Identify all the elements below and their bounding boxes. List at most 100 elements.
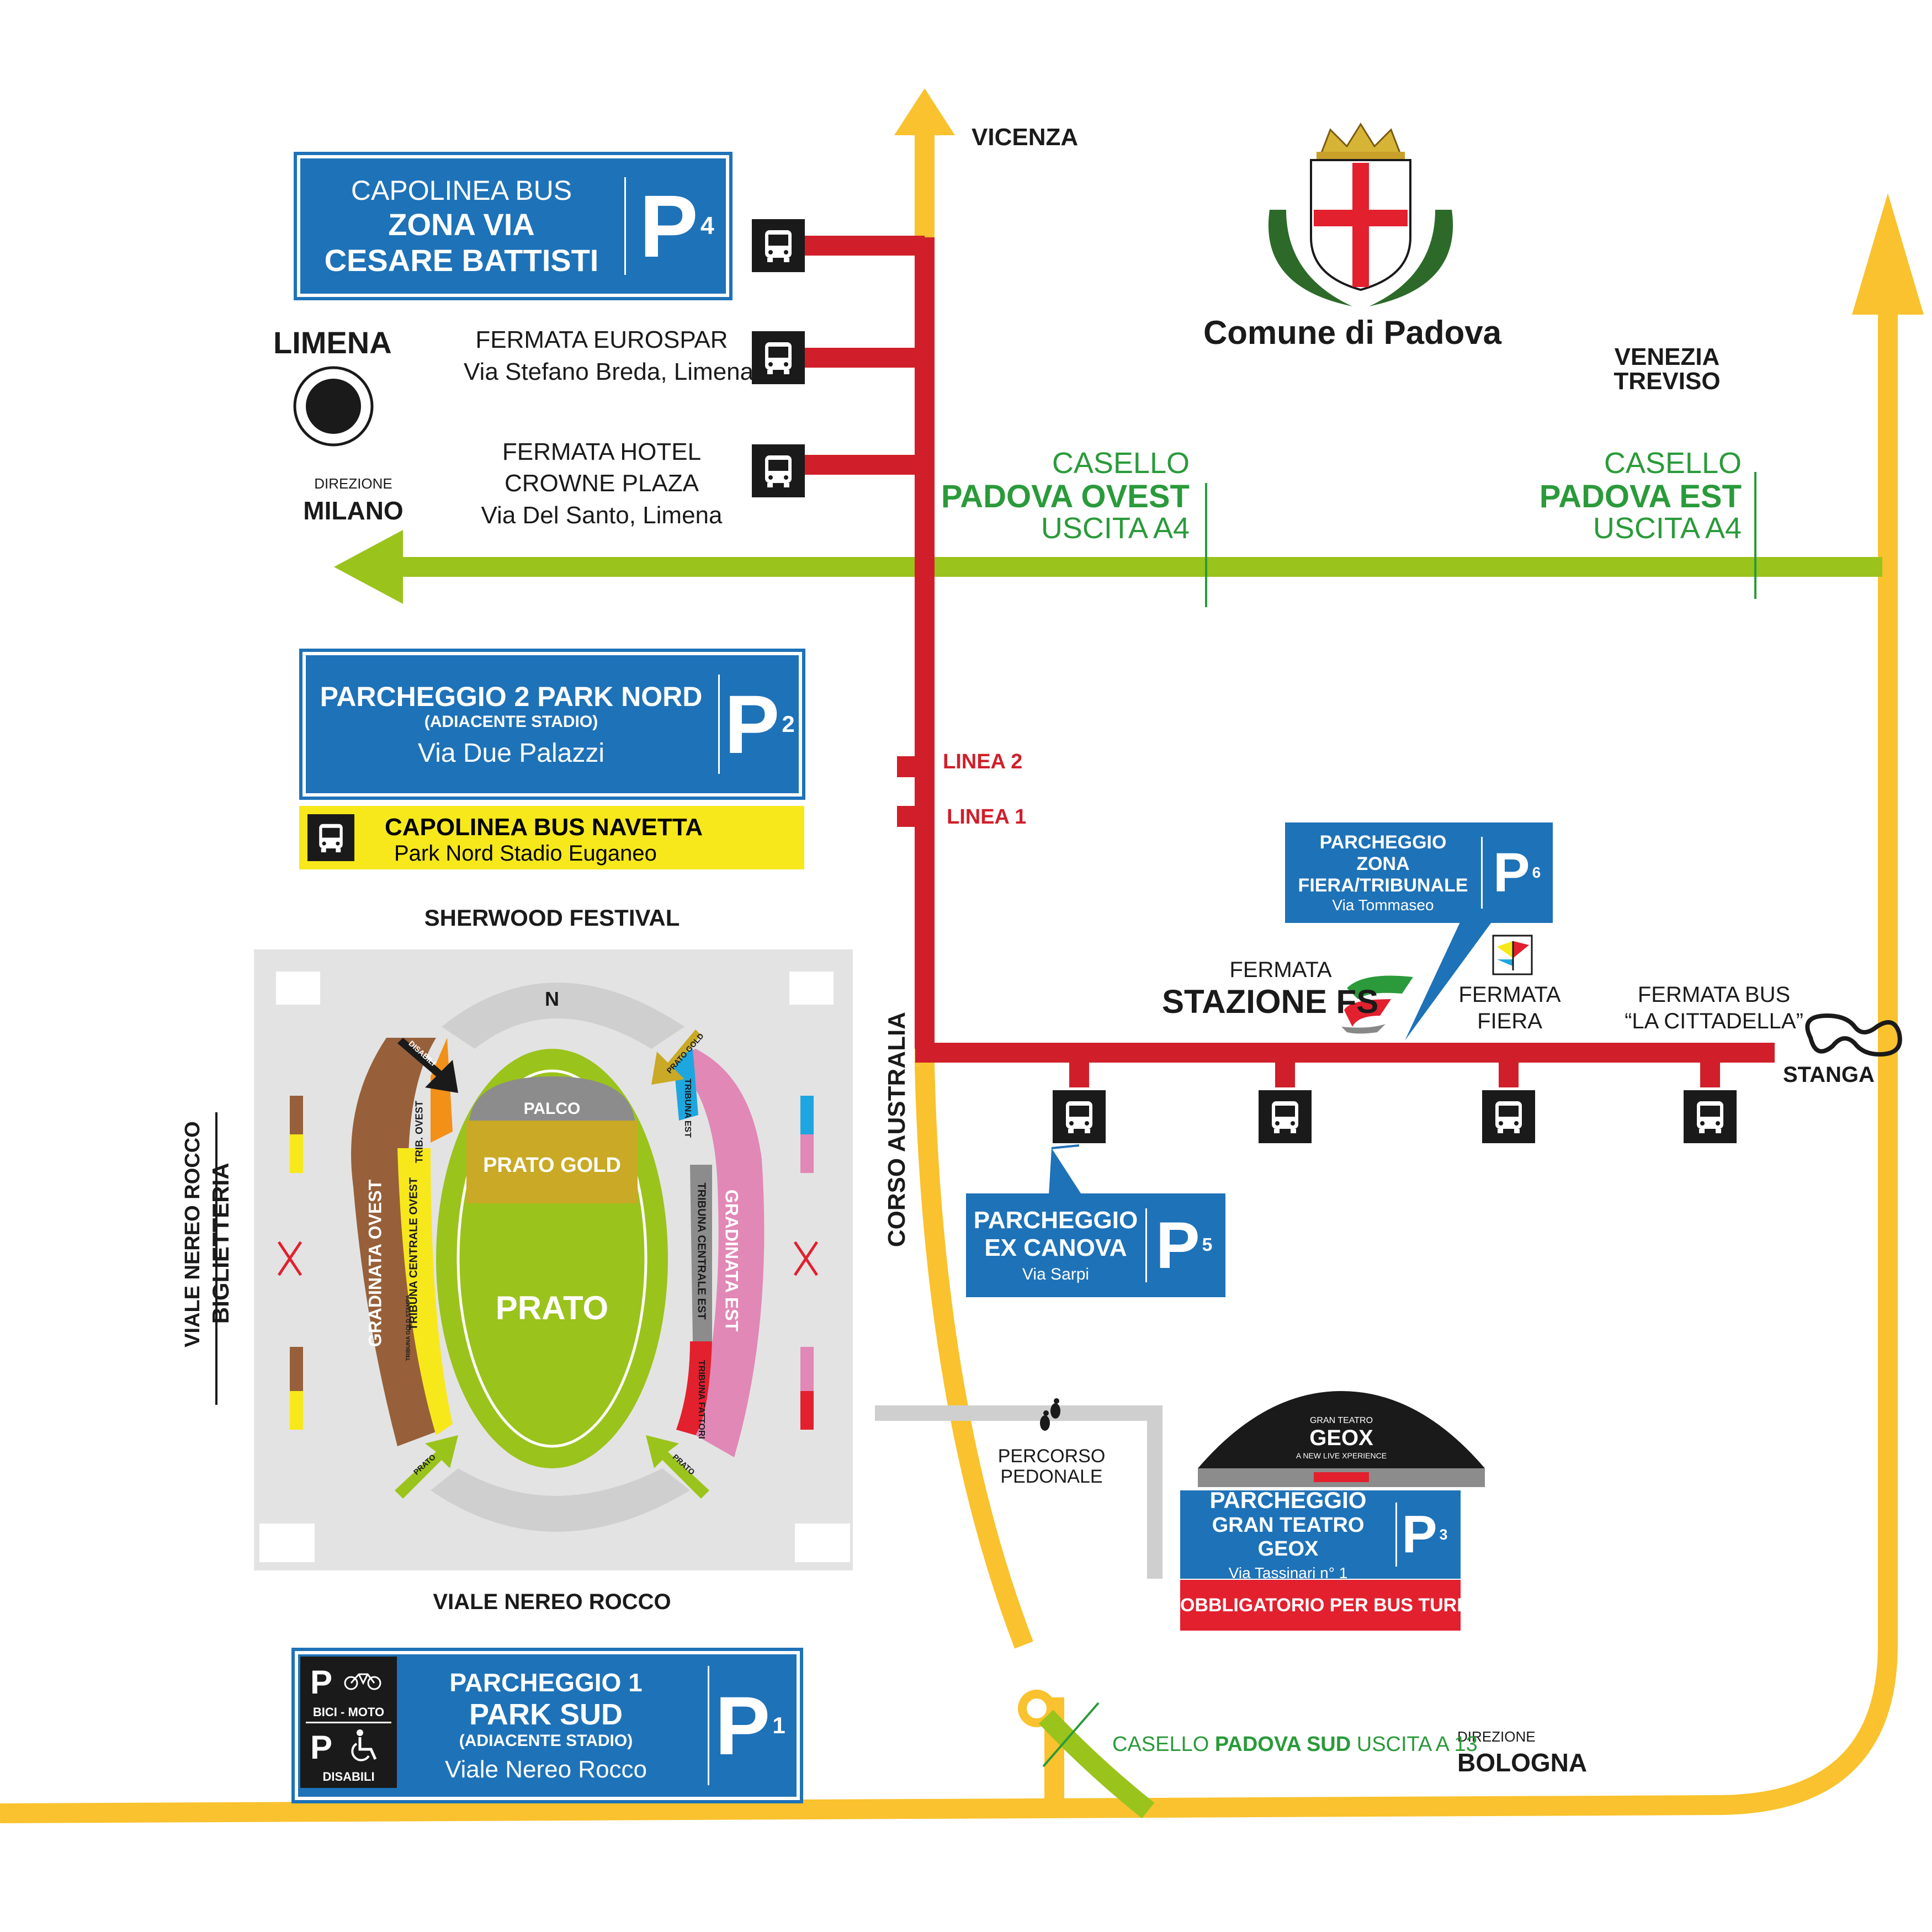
casello-sud-name: PADOVA SUD (1214, 1733, 1351, 1756)
stop-crowne-address: Via Del Santo, Limena (481, 502, 723, 529)
stop-fiera-l2: FIERA (1477, 1009, 1542, 1033)
direction-vicenza: VICENZA (972, 124, 1079, 151)
stop-fiera-l1: FERMATA (1458, 983, 1561, 1007)
p3-line1: PARCHEGGIO (1209, 1487, 1367, 1513)
biglietteria-label: BIGLIETTERIA (207, 1163, 233, 1324)
parking-p2: PARCHEGGIO 2 PARK NORD (ADIACENTE STADIO… (299, 649, 805, 800)
prato-label: PRATO (495, 1289, 609, 1326)
p1-number: 1 (772, 1712, 785, 1738)
comune-name: Comune di Padova (1203, 314, 1502, 351)
casello-sud: CASELLO PADOVA SUD USCITA A 13 (1112, 1733, 1478, 1756)
p5-pointer (1049, 1148, 1082, 1195)
bike-icon (343, 1669, 382, 1691)
stop-crowne-title: FERMATA HOTEL (502, 438, 702, 465)
tribuna-gold-stampa-label: TRIBUNA GOLD STAMPA (405, 1294, 412, 1361)
parking-p4: CAPOLINEA BUS ZONA VIA CESARE BATTISTI P… (294, 152, 733, 300)
p1-line2: PARK SUD (469, 1698, 623, 1731)
stanga-label: STANGA (1783, 1063, 1875, 1087)
geox-logo (1198, 1391, 1485, 1487)
p5-divider (1145, 1208, 1147, 1283)
navetta-subtitle: Park Nord Stadio Euganeo (394, 841, 657, 866)
p5-line1: PARCHEGGIO (973, 1207, 1138, 1234)
p4-divider (624, 177, 626, 275)
direction-milano: MILANO (303, 496, 404, 525)
casello-sud-uscita: USCITA A 13 (1356, 1733, 1478, 1756)
casello-sud-casello: CASELLO (1112, 1733, 1209, 1756)
p6-pointer (1405, 916, 1496, 1041)
p1-line1: PARCHEGGIO 1 (449, 1668, 643, 1697)
stop-cittadella-l2: “LA CITTADELLA” (1625, 1009, 1803, 1033)
p1-side-divider (306, 1722, 391, 1723)
p5-letter: P (1155, 1208, 1200, 1282)
casello-est-l3: USCITA A4 (1593, 512, 1742, 545)
p3-line3: Via Tassinari n° 1 (1228, 1564, 1348, 1581)
p3-note: OBBLIGATORIO PER BUS TURISTICI (1180, 1580, 1510, 1631)
p1-divider (708, 1666, 709, 1785)
p6-number: 6 (1532, 864, 1541, 881)
p4-line3: CESARE BATTISTI (324, 242, 599, 278)
bus-stop-icon-crowne (752, 444, 805, 497)
street-viale-nereo-rocco: VIALE NEREO ROCCO (433, 1590, 671, 1614)
p2-number: 2 (782, 711, 795, 737)
casello-est-l1: CASELLO (1604, 447, 1742, 480)
bus-stop-icon-3 (1482, 1090, 1535, 1143)
stadium-area (215, 949, 853, 1570)
casello-ovest-l1: CASELLO (1052, 447, 1190, 480)
p6-line3: FIERA/TRIBUNALE (1298, 874, 1468, 896)
padova-coat-of-arms-icon (1268, 123, 1453, 306)
p2-divider (718, 674, 720, 774)
geox-top: GRAN TEATRO (1309, 1416, 1373, 1425)
town-limena: LIMENA (273, 325, 392, 360)
stop-stazione-l2: STAZIONE FS (1162, 983, 1379, 1020)
parking-p3: PARCHEGGIO GRAN TEATRO GEOX Via Tassinar… (1180, 1487, 1461, 1581)
casello-est-l2: PADOVA EST (1539, 479, 1742, 514)
footprints-icon (1040, 1398, 1060, 1431)
palco-label: PALCO (523, 1100, 581, 1118)
north-marker: N (545, 988, 559, 1010)
stop-crowne-name: CROWNE PLAZA (504, 470, 699, 497)
p1-bici-label: BICI - MOTO (312, 1705, 385, 1719)
navetta-bus-icon (307, 814, 354, 861)
wheelchair-icon (347, 1728, 380, 1764)
parking-p1: P BICI - MOTO P DISABILI PARCHEGGIO 1 PA… (291, 1648, 803, 1803)
tribuna-est-label: TRIBUNA EST (683, 1079, 692, 1138)
tribuna-fattori-label: TRIBUNA FATTORI (697, 1360, 706, 1439)
p6-letter: P (1493, 841, 1530, 904)
p1-disabili-label: DISABILI (322, 1770, 375, 1784)
p1-line4: Viale Nereo Rocco (444, 1756, 647, 1783)
gradinata-est-label: GRADINATA EST (721, 1189, 742, 1332)
bus-line (784, 236, 1775, 1087)
green-roads (334, 472, 1882, 1819)
p1-side-panel: P BICI - MOTO P DISABILI (300, 1657, 397, 1788)
bus-stop-icon-eurospar (752, 331, 805, 384)
direction-bologna: BOLOGNA (1457, 1748, 1588, 1777)
p3-line2: GRAN TEATRO GEOX (1212, 1514, 1365, 1561)
p5-line2: EX CANOVA (984, 1234, 1127, 1261)
p2-line3: Via Due Palazzi (418, 738, 604, 768)
sherwood-festival: SHERWOOD FESTIVAL (424, 905, 680, 931)
fiera-icon (1492, 935, 1533, 975)
p3-number: 3 (1439, 1526, 1448, 1543)
p6-divider (1481, 837, 1483, 909)
p1-letter: P (715, 1679, 771, 1772)
navetta-title: CAPOLINEA BUS NAVETTA (385, 814, 703, 841)
stop-eurospar-address: Via Stefano Breda, Limena (464, 358, 754, 385)
p4-line1: CAPOLINEA BUS (351, 174, 572, 206)
p1-disabili-p: P (310, 1729, 333, 1766)
p1-line3: (ADIACENTE STADIO) (459, 1732, 633, 1750)
casello-ovest-l2: PADOVA OVEST (941, 479, 1190, 514)
p3-letter: P (1402, 1505, 1437, 1564)
stanga-icon (1805, 1013, 1902, 1057)
gradinata-ovest-label: GRADINATA OVEST (365, 1179, 385, 1347)
p4-line2: ZONA VIA (388, 206, 535, 242)
p4-letter: P (639, 176, 698, 275)
bus-stop-icon-2 (1259, 1090, 1312, 1143)
p6-line1: PARCHEGGIO (1319, 831, 1447, 853)
parking-p6: PARCHEGGIO ZONA FIERA/TRIBUNALE Via Tomm… (1285, 822, 1553, 923)
trenitalia-icon (1341, 975, 1413, 1034)
